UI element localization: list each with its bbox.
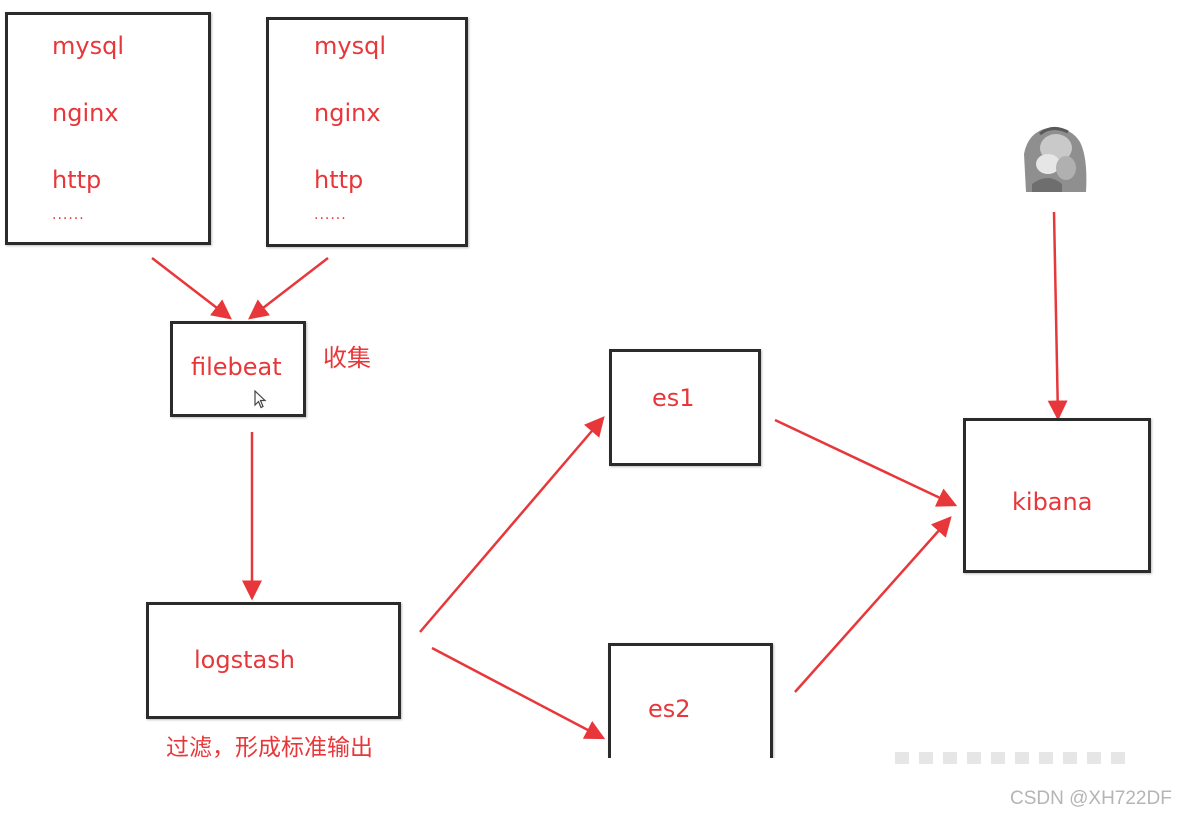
kibana-label: kibana	[1012, 488, 1093, 516]
source-2-ellipsis: ......	[314, 207, 347, 223]
filebeat-note: 收集	[323, 344, 371, 372]
avatar-icon	[1018, 124, 1088, 192]
source-box-1	[5, 12, 211, 245]
faded-caption	[895, 752, 1125, 764]
es1-label: es1	[652, 384, 695, 412]
arrow-logstash-to-es2	[431, 646, 606, 740]
source-box-2	[266, 17, 468, 247]
arrow-logstash-to-es1	[419, 416, 605, 633]
logstash-note: 过滤，形成标准输出	[166, 735, 373, 761]
source-1-item-http: http	[52, 166, 102, 194]
filebeat-box	[170, 321, 306, 417]
source-2-item-nginx: nginx	[314, 99, 381, 127]
arrow-user-to-kibana	[1047, 211, 1068, 421]
filebeat-label: filebeat	[191, 353, 282, 381]
arrow-source2-to-filebeat	[248, 257, 329, 320]
arrow-es1-to-kibana	[774, 418, 958, 507]
kibana-box	[963, 418, 1151, 573]
es1-box	[609, 349, 761, 466]
mouse-cursor-icon	[254, 390, 267, 409]
source-2-item-mysql: mysql	[314, 32, 386, 60]
source-1-item-nginx: nginx	[52, 99, 119, 127]
arrow-source1-to-filebeat	[151, 257, 232, 320]
source-1-item-mysql: mysql	[52, 32, 124, 60]
watermark: CSDN @XH722DF	[1010, 788, 1172, 809]
logstash-box	[146, 602, 401, 719]
cropped-region	[0, 758, 1204, 818]
source-1-ellipsis: ......	[52, 207, 85, 223]
logstash-label: logstash	[194, 646, 295, 674]
arrow-es2-to-kibana	[794, 516, 952, 693]
es2-label: es2	[648, 695, 691, 723]
source-2-item-http: http	[314, 166, 364, 194]
